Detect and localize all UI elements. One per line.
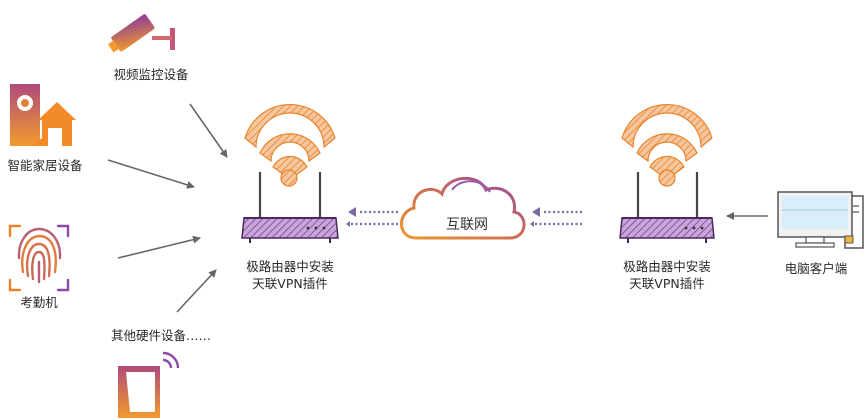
smart-home-icon — [10, 84, 76, 146]
label-router-left-line1: 极路由器中安装 — [246, 259, 334, 274]
cloud-icon — [400, 176, 526, 240]
camera-icon — [107, 14, 175, 53]
dotted-arrows-left — [346, 207, 398, 227]
dotted-arrows-right — [530, 207, 582, 227]
label-client: 电脑客户端 — [784, 261, 848, 276]
label-router-left-line2: 天联VPN插件 — [252, 276, 328, 291]
arrow-attendance — [117, 235, 201, 259]
label-router-right-line1: 极路由器中安装 — [623, 259, 711, 274]
label-smart-home: 智能家居设备 — [7, 158, 83, 173]
device-arrows — [107, 103, 228, 313]
tablet-signal-icon — [118, 351, 180, 418]
wifi-router-icon — [619, 103, 715, 243]
router-right — [619, 103, 715, 243]
label-attendance: 考勤机 — [20, 295, 58, 310]
fingerprint-icon — [8, 224, 70, 292]
label-other-hardware: 其他硬件设备…… — [110, 328, 211, 343]
label-router-right-line2: 天联VPN插件 — [629, 276, 705, 291]
label-camera: 视频监控设备 — [113, 67, 189, 82]
label-internet: 互联网 — [446, 217, 488, 233]
arrow-other-hardware — [176, 269, 217, 313]
router-left — [241, 103, 339, 243]
desktop-computer-icon — [777, 191, 864, 249]
arrow-smart-home — [107, 159, 195, 189]
wifi-router-icon — [241, 103, 339, 243]
arrow-camera — [189, 103, 228, 158]
